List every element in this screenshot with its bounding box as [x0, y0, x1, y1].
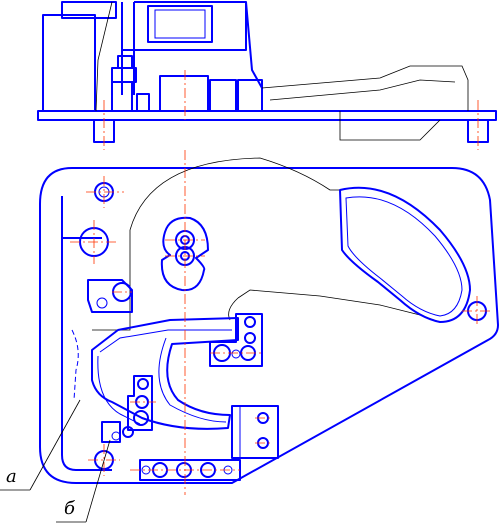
leader-b	[85, 439, 111, 523]
clamp-pin-small	[111, 431, 121, 441]
jaw-outer	[91, 317, 239, 430]
block-c	[237, 79, 263, 112]
arm-contour-top	[129, 157, 340, 231]
left-bracket-small-hole	[96, 297, 108, 309]
left-housing	[42, 14, 96, 112]
lever-lower	[339, 111, 441, 141]
hidden-contour	[71, 329, 79, 401]
small-block-3	[111, 81, 133, 112]
left-bracket	[87, 279, 133, 313]
jaw-plate-hole-3	[133, 410, 149, 426]
window-outer	[339, 186, 471, 323]
window-inner	[345, 196, 463, 317]
jaw-plate	[127, 375, 153, 431]
arm-contour-mid	[237, 289, 441, 323]
clamp-block	[101, 421, 121, 443]
jaw-bracket-hole-2	[244, 332, 256, 344]
small-block-4	[136, 93, 150, 112]
lever-edge-left	[95, 1, 113, 112]
clamp-pin	[122, 426, 134, 438]
small-block-1	[111, 67, 137, 83]
inner-left-contour	[61, 196, 112, 471]
housing-cap	[61, 1, 117, 19]
slot-outline	[160, 216, 209, 292]
callout-b: б	[64, 498, 75, 519]
jaw-inner	[99, 329, 232, 423]
base-plate	[37, 110, 497, 121]
top-view	[37, 1, 497, 150]
block-a	[159, 75, 209, 112]
callout-a: а	[6, 466, 17, 487]
arm-contour-left	[92, 230, 131, 331]
jaw-bracket-hole-5	[231, 349, 241, 359]
upper-box	[134, 1, 247, 51]
jaw-bracket	[209, 313, 263, 367]
lever-arm	[261, 65, 469, 111]
lever-arm-inner	[269, 79, 456, 101]
plan-view	[39, 150, 499, 495]
lower-right-bracket	[231, 405, 279, 459]
plate-outline	[39, 167, 499, 484]
leader-a	[29, 399, 81, 491]
right-upright	[245, 1, 263, 111]
block-b	[209, 79, 237, 112]
jaw-plate-hole-1	[137, 378, 149, 390]
jaw-bracket-hole-1	[244, 316, 256, 328]
inner-box-detail	[154, 9, 206, 39]
inner-box	[147, 5, 213, 43]
small-block-2	[117, 55, 133, 69]
jaw-back	[97, 355, 141, 425]
